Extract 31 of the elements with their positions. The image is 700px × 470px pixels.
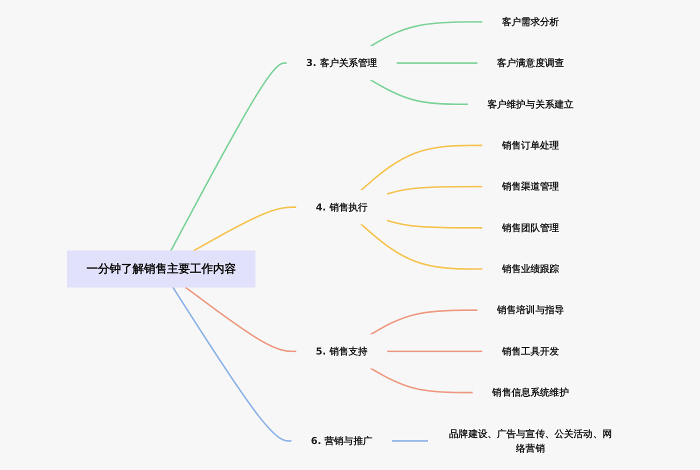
node-text: 销售业绩跟踪	[502, 263, 560, 275]
node-text: 销售工具开发	[502, 345, 560, 357]
connector	[370, 367, 474, 394]
node-text: 销售信息系统维护	[492, 386, 569, 398]
connector	[172, 286, 292, 442]
connector	[184, 286, 297, 352]
node-text: 客户需求分析	[502, 16, 560, 28]
connector	[370, 309, 478, 336]
node-text: 销售培训与指导	[496, 304, 564, 316]
connector	[370, 79, 468, 106]
connector	[360, 223, 483, 270]
connector	[360, 144, 483, 192]
node-text: 销售团队管理	[502, 222, 560, 234]
connector	[386, 186, 483, 195]
node-text: 客户维护与关系建立	[487, 98, 574, 110]
connector	[386, 350, 483, 352]
connector	[386, 220, 483, 229]
node-text: 5. 销售支持	[316, 345, 368, 357]
connector	[193, 206, 297, 252]
connector	[170, 62, 287, 252]
node-text: 客户满意度调查	[496, 57, 564, 69]
connector	[396, 62, 478, 64]
node-box: 一分钟了解销售主要工作内容	[67, 250, 256, 288]
node-text: 品牌建设、广告与宣传、公关活动、网络营销	[449, 428, 612, 454]
node-text: 销售渠道管理	[502, 180, 560, 192]
connector	[392, 440, 428, 442]
node-text: 4. 销售执行	[316, 201, 368, 213]
node-text: 销售订单处理	[502, 140, 560, 152]
node-text: 3. 客户关系管理	[306, 57, 378, 69]
connector	[370, 21, 483, 47]
node-text: 6. 营销与推广	[310, 435, 372, 447]
